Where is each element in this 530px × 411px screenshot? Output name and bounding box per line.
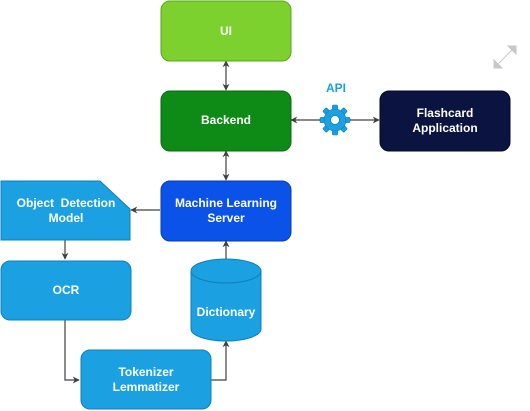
node-ui[interactable]: UI [160, 0, 292, 62]
node-tokenizer-lemmatizer[interactable]: Tokenizer Lemmatizer [80, 349, 212, 410]
node-ml-server-label-line1: Machine Learning [175, 196, 277, 210]
edges [61, 60, 380, 384]
api-label: API [326, 81, 346, 95]
node-flashcard-box [379, 90, 511, 152]
node-backend[interactable]: Backend [160, 90, 292, 152]
node-tokenizer-label-line2: Lemmatizer [113, 380, 180, 394]
expand-diagonal-icon[interactable] [493, 45, 517, 69]
node-ml-server-box [160, 180, 292, 242]
node-ml-server[interactable]: Machine Learning Server [160, 180, 292, 242]
api-connector[interactable]: API [319, 81, 351, 136]
node-tokenizer-box [80, 349, 212, 410]
node-object-detection-label-line1: Object Detection [17, 196, 116, 210]
edge-tokenizer-dictionary [211, 340, 230, 381]
node-dictionary-body [190, 271, 262, 342]
node-dictionary[interactable]: Dictionary [190, 258, 262, 342]
node-object-detection-box [0, 180, 131, 241]
node-ocr-label: OCR [53, 283, 80, 297]
node-ocr[interactable]: OCR [0, 260, 132, 321]
node-flashcard-application[interactable]: Flashcard Application [379, 90, 511, 152]
gear-icon [319, 104, 351, 136]
node-object-detection-label-line2: Model [49, 211, 84, 225]
node-dictionary-label: Dictionary [197, 305, 256, 319]
node-flashcard-label-line2: Application [412, 121, 477, 135]
node-object-detection-model[interactable]: Object Detection Model [0, 180, 131, 241]
node-flashcard-label-line1: Flashcard [417, 106, 474, 120]
node-tokenizer-label-line1: Tokenizer [118, 365, 173, 379]
node-ml-server-label-line2: Server [207, 211, 245, 225]
node-backend-box [160, 90, 292, 152]
node-ui-label: UI [220, 24, 232, 38]
node-dictionary-top [190, 258, 262, 284]
node-backend-label: Backend [201, 113, 251, 127]
edge-ocr-tokenizer [64, 320, 80, 384]
node-ocr-box [0, 260, 132, 321]
node-ui-box [160, 0, 292, 62]
